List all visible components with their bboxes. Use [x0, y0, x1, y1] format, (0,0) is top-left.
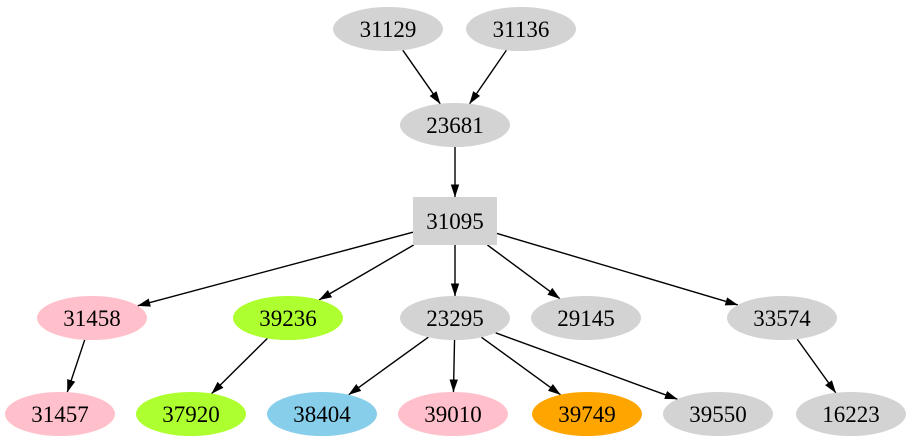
node-33574: 33574	[727, 296, 837, 340]
node-31457: 31457	[5, 392, 115, 436]
edge-23295-38404	[348, 336, 429, 396]
edge-31095-33574	[496, 232, 739, 306]
edge-31095-39236	[318, 244, 415, 301]
node-ellipse-shape	[37, 296, 147, 340]
node-ellipse-shape	[400, 103, 510, 147]
node-29145: 29145	[531, 296, 641, 340]
node-39236: 39236	[233, 296, 343, 340]
edge-31095-31458	[137, 231, 414, 307]
edge-23295-39010	[449, 339, 458, 393]
node-ellipse-shape	[727, 296, 837, 340]
edge-31458-31457	[66, 339, 86, 393]
node-ellipse-shape	[796, 392, 906, 436]
node-ellipse-shape	[267, 392, 377, 436]
edge-31136-23681	[469, 49, 507, 105]
edge-39236-37920	[211, 337, 268, 395]
edge-31095-29145	[486, 244, 561, 300]
node-37920: 37920	[136, 392, 246, 436]
node-16223: 16223	[796, 392, 906, 436]
node-ellipse-shape	[466, 7, 576, 51]
edge-33574-16223	[796, 338, 837, 394]
node-ellipse-shape	[663, 392, 773, 436]
edge-23295-39550	[495, 332, 678, 400]
node-31095: 31095	[413, 197, 497, 245]
node-23295: 23295	[400, 296, 510, 340]
node-ellipse-shape	[398, 392, 508, 436]
node-39550: 39550	[663, 392, 773, 436]
node-ellipse-shape	[136, 392, 246, 436]
node-ellipse-shape	[5, 392, 115, 436]
node-31129: 31129	[333, 7, 443, 51]
node-38404: 38404	[267, 392, 377, 436]
node-ellipse-shape	[531, 296, 641, 340]
edge-31129-23681	[402, 49, 441, 105]
node-23681: 23681	[400, 103, 510, 147]
node-ellipse-shape	[400, 296, 510, 340]
node-31136: 31136	[466, 7, 576, 51]
node-ellipse-shape	[333, 7, 443, 51]
node-box-shape	[413, 197, 497, 245]
edge-23295-39749	[481, 336, 561, 396]
node-ellipse-shape	[532, 392, 642, 436]
node-31458: 31458	[37, 296, 147, 340]
node-ellipse-shape	[233, 296, 343, 340]
nodes-layer: 31129 31136 23681 31095 31458 39236 23295 29145…	[5, 7, 906, 436]
node-39749: 39749	[532, 392, 642, 436]
edges-layer	[66, 49, 837, 400]
node-39010: 39010	[398, 392, 508, 436]
